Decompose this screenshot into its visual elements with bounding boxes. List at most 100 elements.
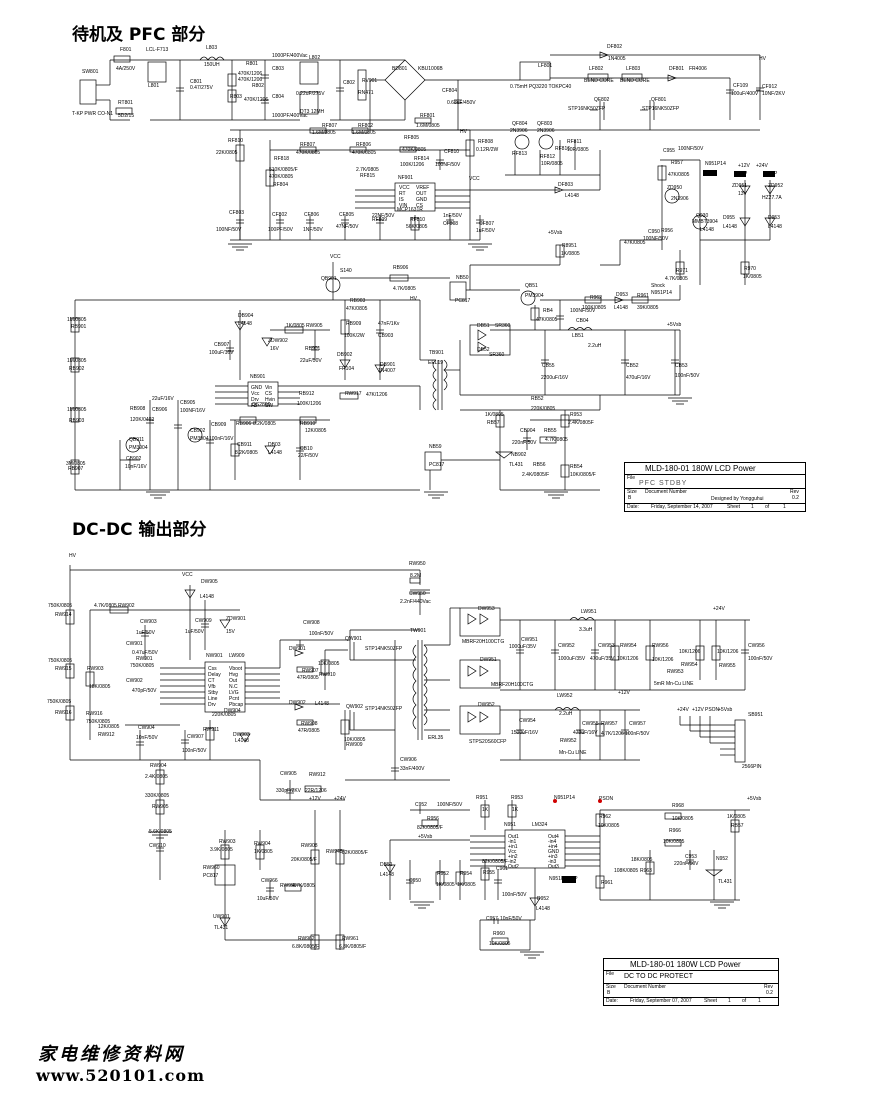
ic4-pin: -in4 <box>548 839 557 845</box>
component-label: 220K/0805 <box>531 406 555 412</box>
component-label: RF809 <box>372 217 387 223</box>
component-label: RW902 <box>118 603 135 609</box>
component-label: QW902 <box>346 704 363 710</box>
component-label: QF804 <box>512 121 528 127</box>
component-label: 330K/0805 <box>145 793 169 799</box>
component-label: RF814 <box>414 156 429 162</box>
component-label: T-KP PWR CO-N1 <box>72 111 113 117</box>
title-block-dcdc: MLD-180-01 180W LCD Power File DC TO DC … <box>603 958 779 1006</box>
component-label: 100nF/50V <box>182 748 207 754</box>
component-label: NB50 <box>456 275 469 281</box>
component-label: 470K/0805 <box>352 150 376 156</box>
component-label: R962 <box>599 814 611 820</box>
component-label: VCC <box>330 254 341 260</box>
component-label: CF803 <box>229 210 244 216</box>
component-label: LCL-F713 <box>146 47 168 53</box>
component-label: 10K/1206 <box>717 649 739 655</box>
component-label: CF805 <box>339 212 354 218</box>
component-label: 47K/0805 <box>624 240 646 246</box>
component-label: L4148 <box>235 738 249 744</box>
component-label: 47K/0805 <box>536 317 558 323</box>
component-label: 100nF/50V <box>502 892 527 898</box>
component-label: FR104 <box>339 366 354 372</box>
component-label: DW901 <box>289 646 306 652</box>
component-label: R954 <box>460 871 472 877</box>
ic4-pin: -in3 <box>548 859 557 865</box>
component-label: QW901 <box>345 636 362 642</box>
component-label: DW903 <box>233 732 250 738</box>
component-label: DB52 <box>477 347 490 353</box>
component-label: RB907 <box>68 466 84 472</box>
title-block-sheet: 1 <box>751 504 754 510</box>
component-label: Shock <box>651 283 665 289</box>
component-label: QF803 <box>537 121 553 127</box>
component-label: L4148 <box>200 594 214 600</box>
component-label: RF815 <box>360 173 375 179</box>
component-label: 18K/0805 <box>631 857 653 863</box>
component-label: RW953 <box>667 669 684 675</box>
component-label: RB4 <box>543 308 553 314</box>
component-label: 33nF/400V <box>400 766 425 772</box>
component-label: RW904 <box>150 763 167 769</box>
pfc-wiring <box>79 51 776 290</box>
ic4-pin: +in1 <box>508 844 518 850</box>
component-label: 4.7K/0805 <box>665 276 688 282</box>
component-label: ZD952 <box>768 183 783 189</box>
component-label: RW905 <box>152 804 169 810</box>
ic4-pin: Out1 <box>508 834 519 840</box>
component-label: R953 <box>570 412 582 418</box>
component-label: RB906 <box>236 421 252 427</box>
component-label: RB57 <box>731 823 744 829</box>
component-label: R955 <box>483 870 495 876</box>
component-label: 750K/0805 <box>48 603 72 609</box>
component-label: STP16NK50ZFP <box>642 106 680 112</box>
component-label: 16V <box>270 346 280 352</box>
component-label: RW954 <box>681 662 698 668</box>
component-label: 0.12R/2W <box>476 147 499 153</box>
component-label: RW916 <box>55 710 72 716</box>
component-label: ZD950 <box>667 185 682 191</box>
component-label: 82K/0805/F <box>482 859 508 865</box>
component-label: DF801 <box>669 66 684 72</box>
component-label: CW957 <box>629 721 646 727</box>
component-label: RF806 <box>356 142 371 148</box>
ic3-pin: Line <box>208 696 218 702</box>
component-label: OCP <box>706 170 718 176</box>
component-label: 1K <box>482 807 489 813</box>
component-label: 22R/1206 <box>305 788 327 794</box>
component-label: R966 <box>669 828 681 834</box>
component-label: RF811 <box>567 139 582 145</box>
component-label: 18K/0805 <box>89 684 111 690</box>
component-label: 1uF/50V <box>136 630 156 636</box>
title-block-size: B <box>628 495 632 501</box>
component-label: 100nF/50V <box>748 656 773 662</box>
component-label: RF818 <box>274 156 289 162</box>
component-label: R952 <box>437 871 449 877</box>
component-label: +5Vsb <box>718 707 733 713</box>
title-block-size: B <box>607 990 611 996</box>
component-label: LW952 <box>557 693 573 699</box>
component-label: RW952 <box>560 738 577 744</box>
ic1-pin: RT <box>399 191 406 197</box>
standby-wiring <box>70 262 681 491</box>
component-label: NW901 <box>206 653 223 659</box>
title-block-date: Friday, September 14, 2007 <box>651 504 713 510</box>
component-label: HV <box>460 129 468 135</box>
component-label: DT3 12MH <box>300 109 325 115</box>
component-label: 100nF/50V <box>675 373 700 379</box>
component-label: OTP <box>767 171 778 177</box>
component-label: D953 <box>616 292 628 298</box>
component-label: RF802 <box>358 123 373 129</box>
component-label: 750K/0805 <box>86 719 110 725</box>
ic4-pin: +in3 <box>548 854 558 860</box>
component-label: 4.7K/0805 <box>94 603 117 609</box>
component-label: 100NF/50V <box>570 308 596 314</box>
component-label: DB51 <box>477 323 490 329</box>
component-label: C950 <box>409 878 421 884</box>
component-label: RW950 <box>409 561 426 567</box>
component-label: VCC <box>182 572 193 578</box>
ic4-pin: GND <box>548 849 560 855</box>
component-label: 2.2nF/440Vac <box>400 599 431 605</box>
component-label: UW901 <box>213 914 230 920</box>
component-label: L801 <box>148 83 159 89</box>
